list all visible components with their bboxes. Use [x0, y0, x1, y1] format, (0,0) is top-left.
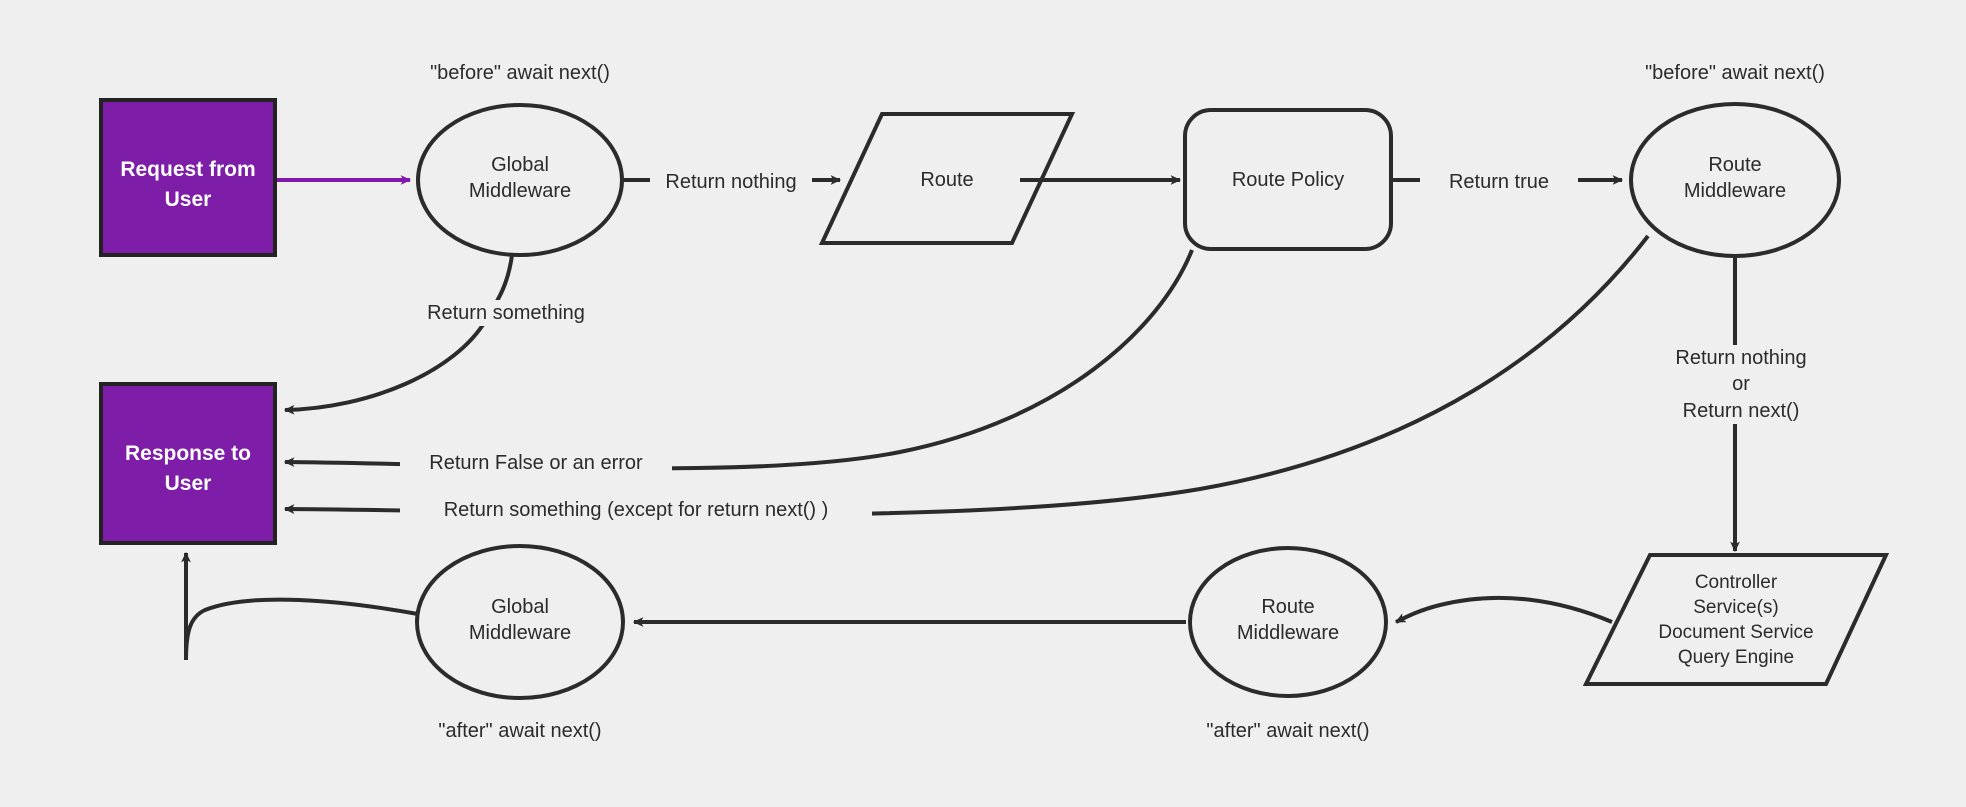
node-route-policy[interactable] [1183, 108, 1393, 251]
edge-route-policy-to-response [283, 249, 1194, 471]
node-request-from-user[interactable] [99, 98, 277, 257]
node-global-middleware-before[interactable] [416, 103, 624, 257]
edge-global-middleware-after-to-response [181, 551, 419, 661]
node-route-middleware-before[interactable] [1629, 102, 1841, 258]
node-route[interactable] [818, 112, 1076, 245]
edge-controller-to-route-middleware-after [1395, 595, 1613, 624]
edge-route-middleware-to-response [283, 234, 1650, 517]
edge-global-middleware-to-response [283, 254, 514, 415]
node-route-middleware-after[interactable] [1188, 546, 1388, 698]
node-response-to-user[interactable] [99, 382, 277, 545]
node-global-middleware-after[interactable] [415, 544, 625, 700]
node-controller-services[interactable] [1582, 553, 1890, 686]
